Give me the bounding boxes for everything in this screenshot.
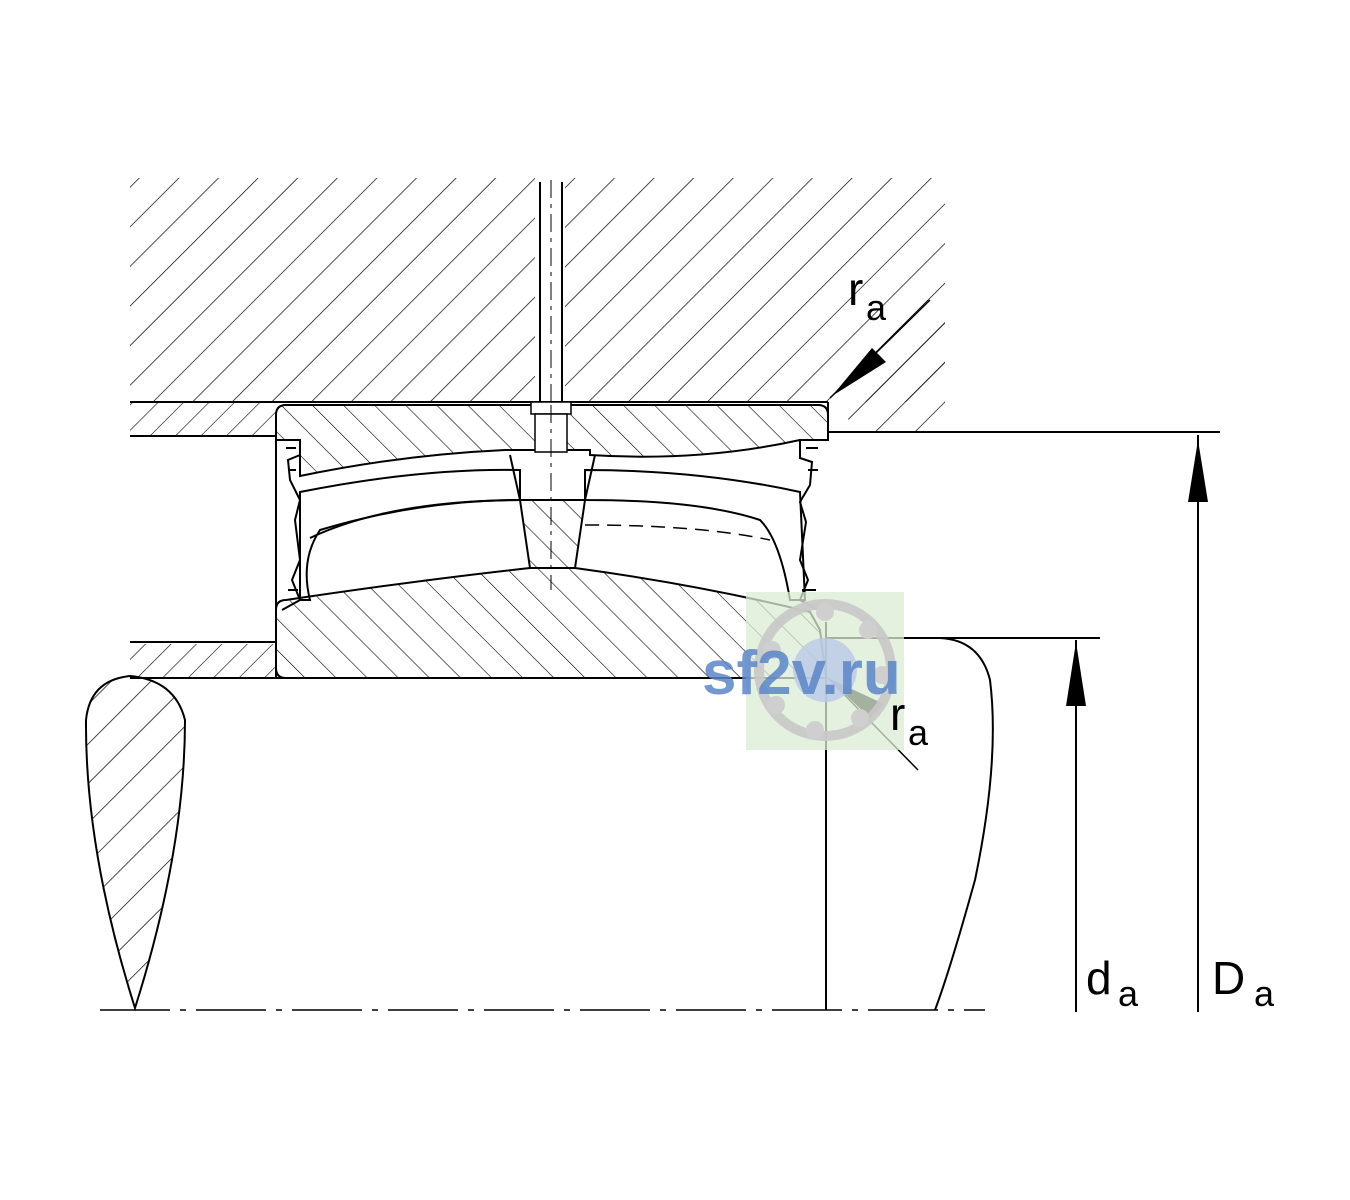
label-da: d a	[1086, 952, 1139, 1014]
bearing-outer-ring	[275, 401, 829, 590]
roller-left	[299, 468, 526, 601]
label-da-sub: a	[1118, 973, 1139, 1014]
label-ra-top-sub: a	[866, 287, 887, 328]
label-Da-main: D	[1212, 952, 1245, 1004]
label-ra-bottom-sub: a	[908, 712, 929, 753]
dimension-da	[1066, 640, 1086, 1012]
label-ra-top-main: r	[848, 263, 863, 315]
shaft	[130, 622, 1100, 1011]
housing	[130, 178, 1220, 433]
seal-left	[280, 439, 302, 611]
cage-guide-ring	[509, 454, 596, 569]
seal-right	[798, 439, 824, 613]
roller-right	[584, 468, 807, 601]
watermark: sf2v.ru	[702, 592, 904, 750]
bearing-inner-ring	[275, 436, 828, 679]
label-ra-bottom-main: r	[890, 688, 905, 740]
label-ra-top: r a	[848, 263, 887, 328]
teardrop-section	[84, 674, 187, 1012]
watermark-text: sf2v.ru	[702, 639, 901, 708]
label-ra-bottom: r a	[890, 688, 929, 753]
label-Da: D a	[1212, 952, 1275, 1014]
label-Da-sub: a	[1254, 973, 1275, 1014]
dimension-Da	[1188, 435, 1208, 1012]
leader-ra-top	[829, 299, 931, 399]
shaft-collar-strip	[130, 641, 276, 678]
label-da-main: d	[1086, 952, 1112, 1004]
housing-cover-strip	[130, 402, 276, 437]
